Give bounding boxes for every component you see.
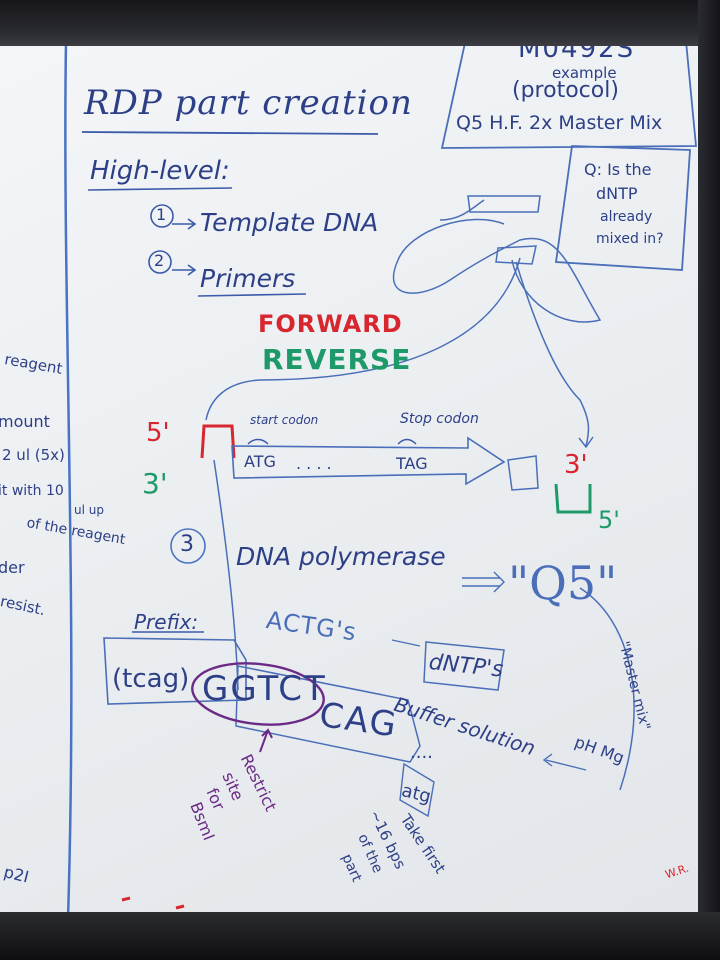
protocol-q5-master: Q5 H.F. 2x Master Mix	[456, 112, 663, 134]
start-codon: ATG	[244, 452, 276, 471]
dntp-box	[423, 641, 505, 691]
three-prime-right: 3'	[564, 450, 588, 480]
whiteboard-frame-top	[0, 0, 720, 46]
whiteboard-frame-right	[698, 0, 720, 960]
ggtct-circle	[191, 662, 325, 726]
strand-ellipsis: . . . .	[296, 454, 332, 473]
ph-arrow	[542, 753, 587, 771]
margin-text-4: it with 10	[0, 483, 64, 499]
vertical-link	[213, 459, 239, 691]
marker-drawings	[64, 19, 697, 918]
margin-text-3: 2 ul (5x)	[2, 446, 65, 464]
plasmid-sketch	[392, 195, 602, 323]
restrict-arrow	[259, 728, 273, 753]
margin-text-7: der	[0, 558, 25, 577]
dna-strand	[231, 436, 506, 486]
curve-right-arrow	[515, 261, 594, 449]
master-mix-bracket	[579, 587, 635, 791]
step3-number: 3	[180, 532, 194, 557]
step2-label: Primers	[200, 264, 296, 293]
stop-codon-mark	[397, 438, 417, 445]
step3-label: DNA polymerase	[236, 542, 446, 571]
protocol-protocol: (protocol)	[512, 78, 619, 103]
start-codon-label: start codon	[250, 413, 319, 427]
primers-underline	[197, 293, 307, 297]
q5-label: "Q5"	[508, 556, 618, 610]
step2-circle	[148, 250, 172, 274]
high-level-underline	[87, 187, 233, 191]
whiteboard-frame-bottom	[0, 912, 720, 960]
atg-box	[399, 762, 435, 818]
prefix-tcag: (tcag)	[112, 664, 190, 694]
margin-text-5: ul up	[74, 503, 104, 517]
question-box	[554, 145, 691, 271]
stop-codon: TAG	[396, 454, 428, 473]
margin-text-2: mount	[0, 412, 50, 431]
three-prime-left: 3'	[142, 467, 168, 500]
forward-primer-bracket	[200, 424, 236, 459]
five-prime-right: 5'	[598, 506, 620, 534]
high-level-label: High-level:	[90, 156, 230, 186]
red-dash-1	[121, 896, 131, 902]
start-codon-mark	[247, 438, 269, 445]
board-title: RDP part creation	[84, 83, 413, 123]
reverse-label: REVERSE	[262, 343, 412, 376]
left-margin-line	[64, 39, 73, 918]
reverse-primer-bracket	[554, 483, 592, 514]
step3-circle	[170, 528, 206, 564]
strand-end-box	[507, 455, 539, 491]
prefix-label: Prefix:	[134, 610, 199, 634]
stop-codon-label: Stop codon	[400, 411, 479, 427]
prefix-cag: CAG	[316, 695, 401, 746]
step1-number: 1	[156, 205, 167, 224]
step2-arrow	[172, 264, 197, 276]
step1-circle	[150, 204, 174, 228]
question-line-3: already	[600, 209, 653, 225]
five-prime-left: 5'	[146, 418, 170, 448]
question-line-4: mixed in?	[596, 231, 664, 247]
prefix-dots: ....	[410, 742, 433, 763]
curve-left-arrow	[205, 257, 521, 421]
actg-arrow	[391, 639, 421, 647]
sequence-box	[235, 665, 421, 763]
red-dash-2	[175, 904, 185, 910]
forward-label: FORWARD	[258, 310, 403, 338]
whiteboard: RDP part creation High-level: 1 Template…	[0, 0, 702, 918]
prefix-ggtct: GGTCT	[202, 669, 327, 709]
prefix-box	[103, 637, 247, 705]
title-underline	[81, 131, 379, 135]
question-line-2: dNTP	[596, 184, 638, 203]
protocol-example: example	[552, 64, 617, 82]
step1-label: Template DNA	[200, 208, 379, 237]
question-line-1: Q: Is the	[584, 160, 652, 179]
step2-number: 2	[154, 251, 165, 270]
step1-arrow	[172, 218, 197, 230]
q5-arrow	[462, 571, 505, 593]
